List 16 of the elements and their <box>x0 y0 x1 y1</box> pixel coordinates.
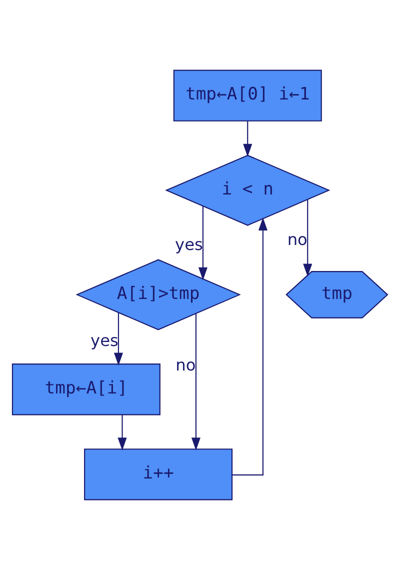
arrow <box>114 312 123 366</box>
node-box: i++ <box>84 448 233 500</box>
node-diamond: i < n <box>165 154 330 226</box>
edge-label: no <box>176 354 196 374</box>
node-diamond: A[i]>tmp <box>76 258 241 330</box>
edge-label: no <box>287 229 308 248</box>
arrow <box>303 199 312 276</box>
arrow <box>232 217 268 475</box>
node-box: tmp←A[i] <box>12 363 160 415</box>
arrow <box>118 414 127 450</box>
arrow <box>198 206 208 280</box>
arrow <box>191 313 200 450</box>
edge-label: yes <box>90 330 118 350</box>
node-box: tmp←A[0] i←1 <box>173 69 322 121</box>
edge-label: yes <box>175 234 203 254</box>
arrow <box>243 120 252 156</box>
